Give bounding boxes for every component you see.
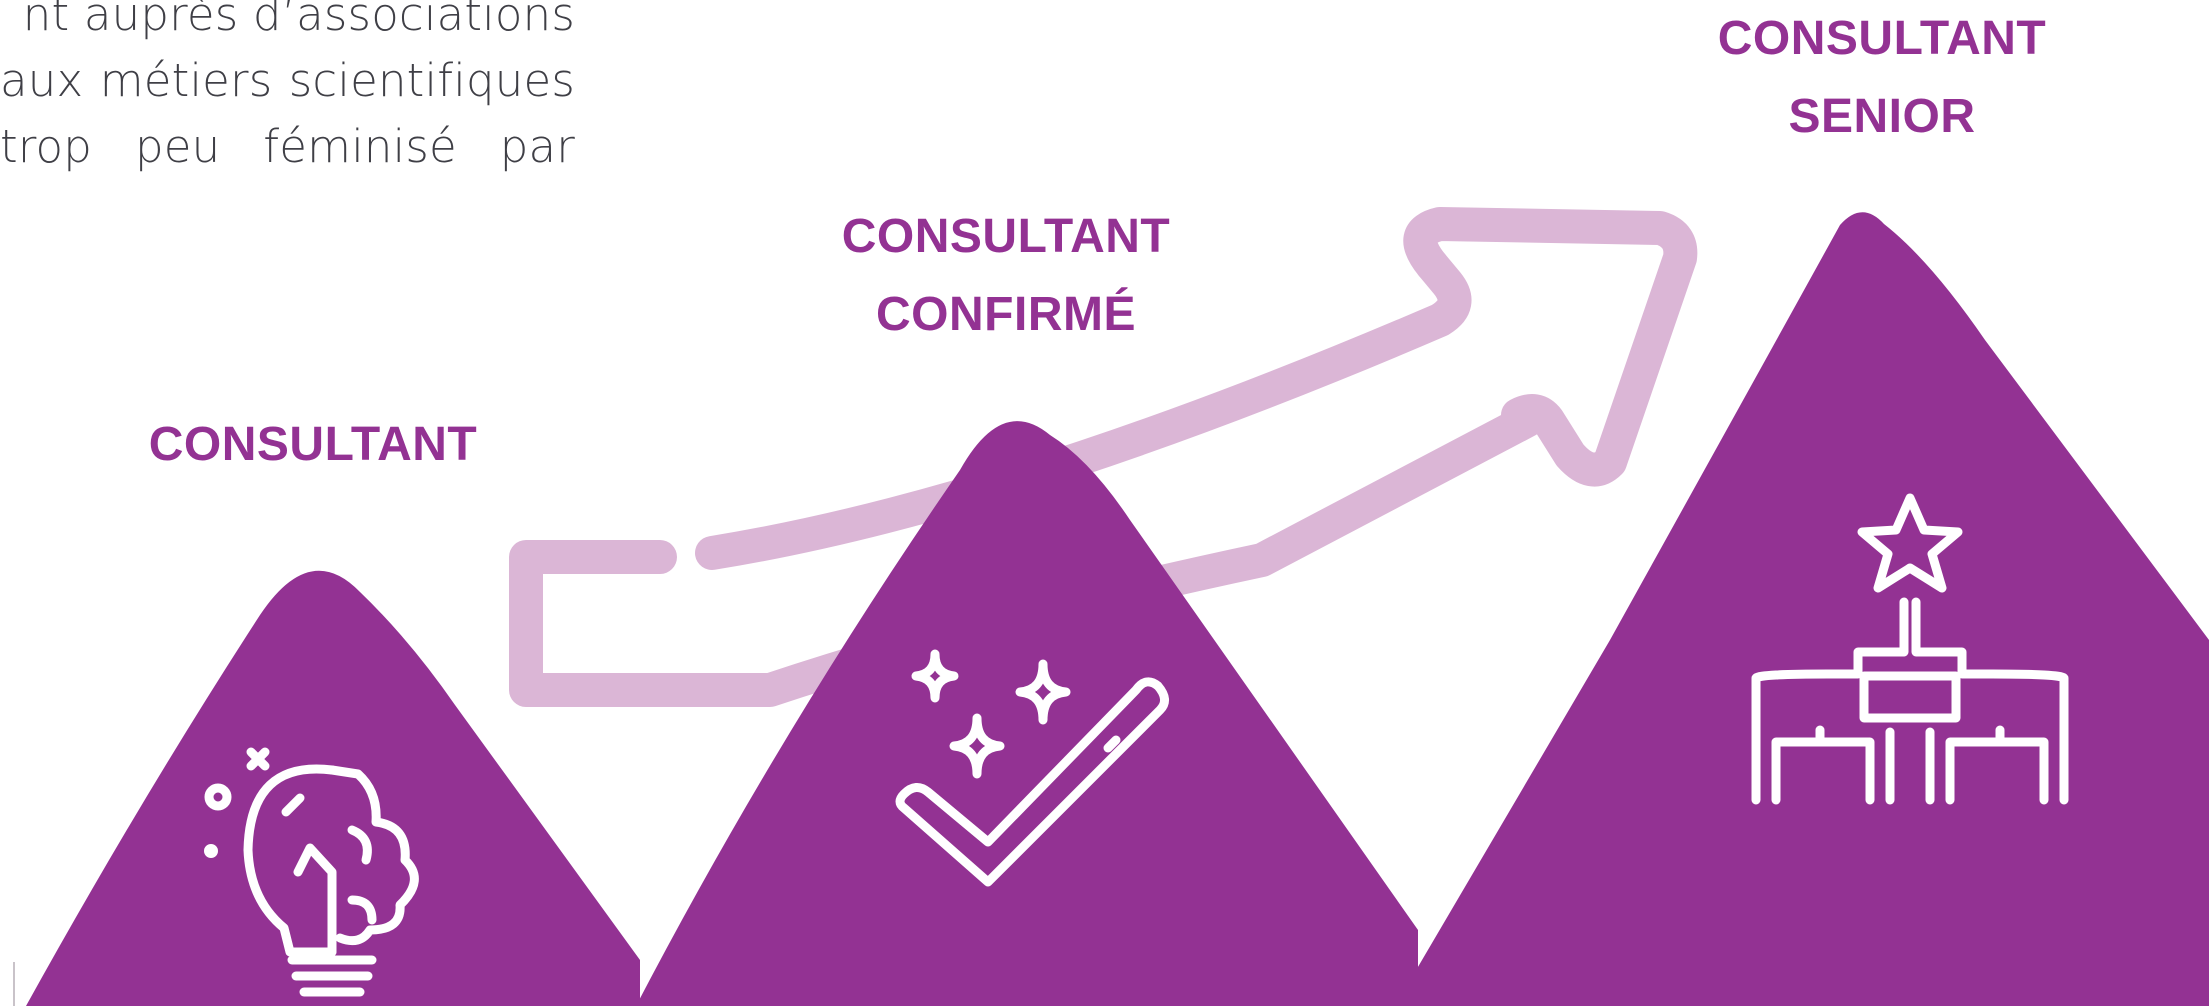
intro-paragraph: nt auprès d’associations aux métiers sci… xyxy=(0,0,575,180)
label-confirme-line-2: CONFIRMÉ xyxy=(876,288,1136,341)
mountain-confirmed xyxy=(636,421,1418,1006)
mountain-consultant xyxy=(26,570,640,1006)
mountain-senior xyxy=(1395,212,2209,1006)
star-hierarchy-icon xyxy=(1751,493,2069,805)
label-consultant-line-1: CONSULTANT xyxy=(148,418,478,471)
label-consultant-senior: CONSULTANT SENIOR xyxy=(1702,0,2062,156)
arrow-head xyxy=(1403,207,1698,487)
intro-line-2: aux métiers scientifiques xyxy=(0,54,575,107)
label-senior-line-2: SENIOR xyxy=(1788,90,1976,143)
label-senior-line-1: CONSULTANT xyxy=(1717,12,2047,65)
lightbulb-brain-icon xyxy=(204,747,419,997)
label-consultant-confirme: CONSULTANT CONFIRMÉ xyxy=(826,198,1186,354)
arrow-upper-edge xyxy=(695,248,1472,570)
intro-line-3: trop peu féminisé par xyxy=(0,120,575,173)
label-consultant: CONSULTANT xyxy=(133,406,493,484)
label-confirme-line-1: CONSULTANT xyxy=(841,210,1171,263)
intro-line-1: nt auprès d’associations xyxy=(22,0,575,41)
check-sparkles-icon xyxy=(895,649,1169,887)
